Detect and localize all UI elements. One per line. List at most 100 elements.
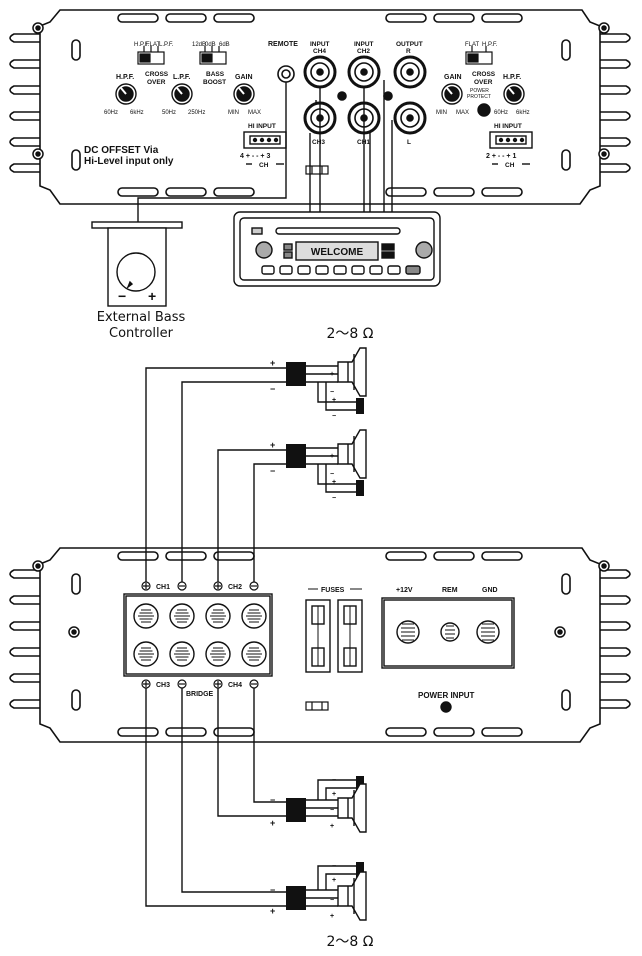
svg-text:CROSS: CROSS — [145, 71, 169, 78]
svg-text:−: − — [270, 795, 275, 805]
svg-text:+: + — [270, 818, 275, 828]
terminal-screw — [205, 603, 231, 629]
terminal-screw — [241, 641, 267, 667]
terminal-screw — [133, 641, 159, 667]
hpf-knob-left — [115, 83, 137, 105]
svg-text:BASS: BASS — [206, 71, 225, 78]
controller-plus: + — [148, 288, 156, 304]
top-amp-left-fins — [9, 33, 40, 173]
rca-jacks — [277, 55, 427, 135]
terminal-screw — [133, 603, 159, 629]
svg-text:CH2: CH2 — [228, 584, 242, 591]
svg-text:HI INPUT: HI INPUT — [494, 123, 522, 130]
woofer-4 — [337, 871, 367, 921]
crossover-block-3 — [286, 798, 306, 822]
svg-text:GAIN: GAIN — [235, 74, 253, 81]
impedance-top-label: 2～8 Ω — [326, 326, 374, 342]
svg-text:R: R — [406, 48, 411, 55]
external-bass-controller-label: External Bass Controller — [86, 310, 196, 342]
svg-text:L: L — [407, 139, 411, 146]
remote-cable — [137, 82, 287, 222]
bass-boost-switch — [199, 46, 227, 65]
hpf-flat-lpf-switch — [137, 46, 165, 65]
svg-text:−: − — [332, 777, 336, 784]
controller-label-line-2: Controller — [109, 326, 173, 341]
hpf-knob-right — [503, 83, 525, 105]
svg-text:MIN: MIN — [436, 110, 447, 116]
svg-text:CH1: CH1 — [156, 584, 170, 591]
svg-text:−: − — [270, 885, 275, 895]
svg-text:HI INPUT: HI INPUT — [248, 123, 276, 130]
output-r-jack — [393, 55, 427, 89]
svg-text:50Hz: 50Hz — [162, 110, 176, 116]
svg-text:+: + — [330, 453, 334, 460]
output-l-jack — [393, 101, 427, 135]
svg-text:−: − — [330, 897, 334, 904]
svg-text:6dB: 6dB — [219, 42, 230, 48]
terminal-screw — [169, 641, 195, 667]
svg-text:+: + — [332, 877, 336, 884]
terminal-screw — [169, 603, 195, 629]
svg-text:H.P.F.: H.P.F. — [116, 74, 134, 81]
svg-text:−: − — [332, 495, 336, 502]
input-ch4-jack — [303, 55, 337, 89]
bottom-amp-left-fins — [9, 569, 40, 709]
top-speaker-wiring — [145, 365, 356, 582]
svg-text:−: − — [270, 466, 275, 476]
svg-text:CH: CH — [259, 162, 269, 169]
terminal-screw — [205, 641, 231, 667]
lpf-knob — [171, 83, 193, 105]
svg-text:+: + — [332, 479, 336, 486]
svg-text:2 + - - + 1: 2 + - - + 1 — [486, 153, 516, 160]
svg-text:BRIDGE: BRIDGE — [186, 691, 214, 698]
gain-knob-left — [233, 83, 255, 105]
gain-knob-right — [441, 83, 463, 105]
svg-text:GAIN: GAIN — [444, 74, 462, 81]
svg-text:0dB: 0dB — [205, 42, 216, 48]
svg-text:REMOTE: REMOTE — [268, 41, 298, 48]
external-bass-controller — [91, 221, 183, 307]
svg-text:250Hz: 250Hz — [188, 110, 205, 116]
svg-text:+: + — [330, 913, 334, 920]
svg-text:REM: REM — [442, 587, 458, 594]
svg-text:−: − — [270, 384, 275, 394]
svg-text:4 + - - + 3: 4 + - - + 3 — [240, 153, 270, 160]
svg-text:+: + — [332, 791, 336, 798]
svg-text:+: + — [332, 397, 336, 404]
power-input-block — [381, 597, 515, 713]
svg-text:6kHz: 6kHz — [516, 110, 530, 116]
hi-input-right-connector — [489, 131, 533, 165]
svg-text:−: − — [330, 389, 334, 396]
svg-text:−: − — [332, 863, 336, 870]
svg-text:+: + — [330, 823, 334, 830]
svg-text:CH2: CH2 — [357, 48, 370, 55]
svg-text:+: + — [270, 906, 275, 916]
svg-text:FUSES: FUSES — [321, 587, 345, 594]
svg-text:PROTECT: PROTECT — [467, 94, 491, 100]
svg-text:MAX: MAX — [248, 110, 261, 116]
impedance-bottom-label: 2～8 Ω — [326, 934, 374, 950]
svg-text:CH: CH — [505, 162, 515, 169]
svg-text:CROSS: CROSS — [472, 71, 496, 78]
svg-text:CH4: CH4 — [313, 48, 326, 55]
svg-text:+: + — [270, 440, 275, 450]
svg-text:12dB: 12dB — [192, 42, 206, 48]
svg-text:OUTPUT: OUTPUT — [396, 41, 423, 48]
svg-text:Hi-Level input only: Hi-Level input only — [84, 156, 174, 167]
controller-label-line-1: External Bass — [96, 310, 186, 325]
crossover-block-2 — [286, 444, 306, 468]
terminal-screw — [241, 603, 267, 629]
svg-text:GND: GND — [482, 587, 498, 594]
bottom-amp-right-fins — [600, 569, 631, 709]
svg-text:OVER: OVER — [147, 79, 166, 86]
bottom-speaker-wiring — [145, 688, 356, 907]
crossover-block-1 — [286, 362, 306, 386]
controller-minus: − — [118, 288, 126, 304]
svg-text:FLAT: FLAT — [465, 42, 480, 48]
head-unit-display: WELCOME — [311, 247, 364, 258]
crossover-block-4 — [286, 886, 306, 910]
svg-text:POWER INPUT: POWER INPUT — [418, 691, 475, 700]
svg-text:+12V: +12V — [396, 587, 413, 594]
remote-jack — [277, 65, 295, 83]
